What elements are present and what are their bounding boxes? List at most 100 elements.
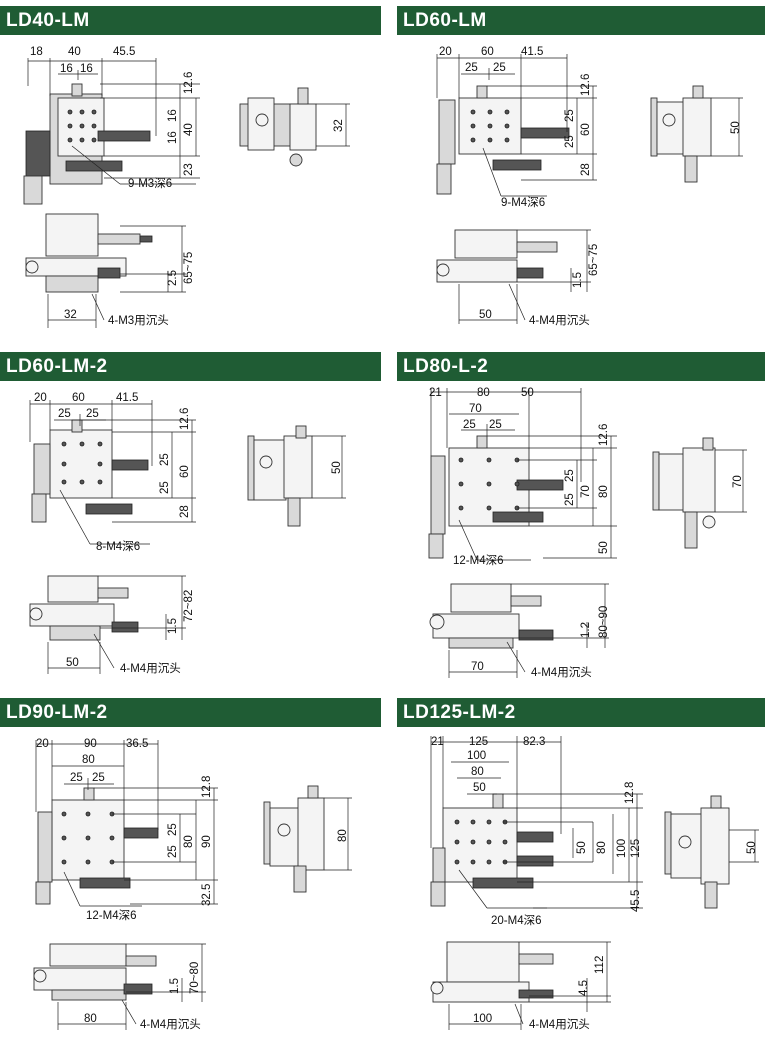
- section-title: LD40-LM: [6, 10, 90, 31]
- hole-note: 9-M3深6: [128, 176, 172, 190]
- dim-right-c: 25: [564, 493, 576, 506]
- dim-second: 100: [467, 750, 486, 762]
- dim-top-a: 20: [439, 46, 452, 58]
- side-dim: 70: [732, 475, 744, 488]
- front-width: 80: [84, 1013, 97, 1025]
- front-view: [25, 213, 153, 293]
- front-view: [430, 941, 554, 1003]
- dim-right-c: 25: [167, 845, 179, 858]
- side-view: [247, 425, 313, 527]
- dim-inner-a: 16: [60, 63, 73, 75]
- top-view: [436, 85, 570, 195]
- front-view: [436, 229, 558, 283]
- dim-top-a: 18: [30, 46, 43, 58]
- side-dim: 50: [331, 461, 343, 474]
- dim-top-b: 40: [68, 46, 81, 58]
- dim-top-c: 45.5: [113, 46, 135, 58]
- side-dim: 32: [333, 119, 345, 132]
- dim-inner-a: 25: [463, 419, 476, 431]
- dim-right-c: 80: [596, 841, 608, 854]
- dim-right-b: 25: [159, 453, 171, 466]
- mount-note: 4-M4用沉头: [531, 666, 592, 679]
- dim-right-b: 25: [167, 823, 179, 836]
- dim-inner-b: 25: [489, 419, 502, 431]
- dim-right-b: 16: [167, 109, 179, 122]
- side-view: [239, 87, 317, 167]
- dim-right-a: 12.6: [179, 408, 191, 430]
- dim-right-c: 16: [167, 131, 179, 144]
- front-range: 70~80: [189, 962, 201, 994]
- side-view: [263, 785, 325, 893]
- front-range: 72~82: [183, 590, 195, 622]
- front-view: [33, 943, 157, 1001]
- dim-right-b: 25: [564, 469, 576, 482]
- mount-note: 4-M4用沉头: [140, 1018, 201, 1031]
- dim-third: 80: [471, 766, 484, 778]
- mount-note: 4-M3用沉头: [108, 314, 169, 327]
- front-width: 50: [66, 657, 79, 669]
- dim-right-d: 70: [580, 485, 592, 498]
- section-header-ld60: LD60-LM: [397, 6, 765, 35]
- top-view: [428, 435, 564, 559]
- top-view: [430, 793, 554, 907]
- dim-top-b: 90: [84, 738, 97, 750]
- front-width: 50: [479, 309, 492, 321]
- dim-second: 70: [469, 403, 482, 415]
- section-title: LD60-LM-2: [6, 356, 108, 377]
- mount-note: 4-M4用沉头: [120, 662, 181, 675]
- dim-top-b: 60: [481, 46, 494, 58]
- dim-top-c: 41.5: [521, 46, 543, 58]
- dim-right-e: 28: [580, 163, 592, 176]
- mount-note: 4-M4用沉头: [529, 314, 590, 327]
- dim-right-d: 80: [183, 835, 195, 848]
- top-view: [31, 419, 149, 523]
- dim-inner-a: 25: [465, 62, 478, 74]
- dim-right-a: 12.6: [580, 74, 592, 96]
- dim-top-a: 21: [429, 387, 442, 399]
- mount-note: 4-M4用沉头: [529, 1018, 590, 1031]
- front-width: 100: [473, 1013, 492, 1025]
- section-title: LD90-LM-2: [6, 702, 108, 723]
- dim-second: 80: [82, 754, 95, 766]
- section-header-ld60-2: LD60-LM-2: [0, 352, 381, 381]
- dim-inner-a: 25: [70, 772, 83, 784]
- front-width: 70: [471, 661, 484, 673]
- top-view: [23, 83, 151, 205]
- section-header-ld90: LD90-LM-2: [0, 698, 381, 727]
- dim-right-b: 25: [564, 109, 576, 122]
- dim-right-f: 45.5: [630, 890, 642, 912]
- dim-right-e: 80: [598, 485, 610, 498]
- hole-note: 12-M4深6: [453, 553, 504, 567]
- dim-inner-b: 25: [92, 772, 105, 784]
- drawing-ld60: 20 60 41.5 25 25 12.6 25 25 60 28 9-M4深6…: [436, 46, 743, 327]
- dim-fourth: 50: [473, 782, 486, 794]
- dim-top-a: 20: [34, 392, 47, 404]
- dim-inner-b: 25: [493, 62, 506, 74]
- side-view: [650, 85, 712, 183]
- dim-right-a: 12.8: [201, 776, 213, 798]
- front-vert: 1.5: [169, 978, 181, 994]
- drawing-ld125: 21 125 82.3 100 80 50 12.8 50 80 100 125…: [430, 736, 759, 1031]
- dim-inner-b: 16: [80, 63, 93, 75]
- hole-note: 9-M4深6: [501, 195, 545, 209]
- front-vert: 2.5: [167, 270, 179, 286]
- drawing-ld80: 21 80 50 70 25 25 12.6 25 25 70 80 50 12…: [428, 387, 747, 679]
- side-dim: 50: [746, 841, 758, 854]
- section-title: LD80-L-2: [403, 356, 489, 377]
- section-title: LD60-LM: [403, 10, 487, 31]
- dim-right-f: 50: [598, 541, 610, 554]
- dim-right-d: 60: [179, 465, 191, 478]
- front-width: 32: [64, 309, 77, 321]
- dim-top-a: 21: [431, 736, 444, 748]
- drawing-ld40: 18 40 45.5 16 16 12.6 16 16 40 23 9-M3深6…: [23, 46, 350, 328]
- dim-top-b: 80: [477, 387, 490, 399]
- side-view: [652, 437, 716, 549]
- front-vert: 1.2: [580, 622, 592, 638]
- dim-top-c: 36.5: [126, 738, 148, 750]
- dim-right-a: 12.6: [598, 424, 610, 446]
- side-dim: 50: [730, 121, 742, 134]
- dim-inner-b: 25: [86, 408, 99, 420]
- dim-top-c: 41.5: [116, 392, 138, 404]
- dim-right-e: 125: [630, 839, 642, 858]
- dim-top-a: 20: [36, 738, 49, 750]
